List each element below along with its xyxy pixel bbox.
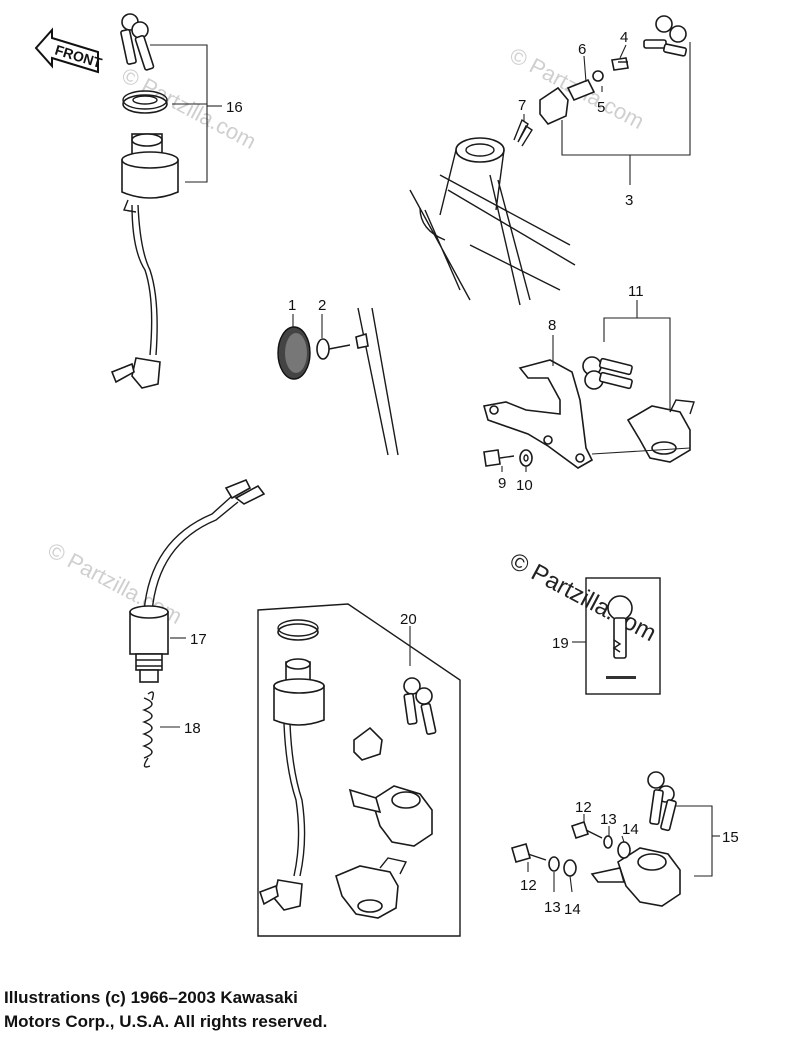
seat-lock-body: [335, 857, 408, 919]
key-icon: [582, 356, 633, 390]
steering-lock-body: [348, 785, 433, 847]
screw-icon: [611, 57, 629, 71]
switch-wire: [143, 495, 233, 613]
callout-6: 6: [578, 41, 586, 58]
lock-set-frame: [257, 603, 461, 937]
ignition-switch-assembly: 16: [110, 13, 243, 389]
lock-plate-icon: [566, 70, 604, 102]
callout-14b: 14: [564, 901, 581, 918]
bolt-icon: [483, 449, 515, 467]
steering-lock-assembly-15: 15 12 13 14 12 13 14: [511, 771, 739, 918]
callout-3: 3: [625, 192, 633, 209]
callout-13a: 13: [600, 811, 617, 828]
callout-9: 9: [498, 475, 506, 492]
ignition-switch-body: [273, 658, 325, 726]
front-arrow-icon: FRONT: [34, 27, 104, 74]
washer-icon: [563, 859, 577, 877]
frame-head-pipe: [409, 137, 576, 306]
callout-15: 15: [722, 829, 739, 846]
lock-cylinder-icon: [353, 726, 383, 761]
brake-switch-body: [129, 605, 169, 683]
bracket-icon: [482, 359, 594, 469]
steering-lock-body: [590, 847, 681, 907]
callout-bracket: [150, 44, 208, 183]
bolt-icon: [511, 843, 547, 863]
spring-icon: [513, 118, 533, 147]
callout-2: 2: [318, 297, 326, 314]
key-icon: [120, 13, 155, 71]
callout-11: 11: [628, 283, 644, 300]
wire-connector-icon: [224, 478, 266, 505]
callout-18: 18: [184, 720, 201, 737]
callout-8: 8: [548, 317, 556, 334]
callout-5: 5: [597, 99, 605, 116]
copyright-line-2: Motors Corp., U.S.A. All rights reserved…: [4, 1012, 328, 1031]
tag-label-mark: [606, 676, 636, 679]
switch-wire: [283, 723, 300, 877]
washer-icon: [548, 856, 560, 872]
key-icon: [607, 595, 633, 659]
callout-bracket: [676, 805, 713, 877]
switch-wire: [151, 501, 239, 613]
key-icon: [647, 771, 677, 832]
lock-cylinder-icon: [539, 86, 569, 125]
copyright-notice: Illustrations (c) 1966–2003 Kawasaki Mot…: [4, 986, 604, 1034]
callout-13b: 13: [544, 899, 561, 916]
callout-16: 16: [226, 99, 243, 116]
key-tag-19: 19: [552, 577, 661, 695]
steering-lock-assembly: 4 6 5 7 3: [513, 15, 691, 209]
switch-wire: [131, 204, 153, 356]
key-icon: [643, 15, 688, 57]
callout-12a: 12: [575, 799, 592, 816]
switch-wire: [289, 723, 306, 877]
lock-nut-icon: [277, 619, 319, 641]
washer-icon: [316, 338, 351, 360]
callout-14a: 14: [622, 821, 639, 838]
lock-set-20: 20: [257, 603, 461, 937]
spring-icon: [142, 691, 155, 768]
washer-icon: [603, 835, 613, 849]
switch-wire: [137, 204, 158, 356]
callout-19: 19: [552, 635, 569, 652]
callout-12b: 12: [520, 877, 537, 894]
lock-nut-icon: [122, 90, 168, 114]
reflector-nut-icon: [355, 332, 369, 349]
reflector-assembly: 1 2: [277, 297, 399, 456]
wire-connector-icon: [258, 879, 303, 911]
callout-bracket: [561, 42, 691, 156]
washer-icon: [617, 841, 631, 859]
callout-10: 10: [516, 477, 533, 494]
reflector-icon: [277, 326, 311, 380]
wire-connector-icon: [110, 357, 161, 389]
seat-lock-bracket-assembly: 8 11 9 10: [482, 283, 695, 494]
callout-4: 4: [620, 29, 628, 46]
washer-icon: [519, 449, 533, 467]
copyright-line-1: Illustrations (c) 1966–2003 Kawasaki: [4, 988, 298, 1007]
key-icon: [403, 677, 437, 735]
brake-switch-assembly: 17 18: [129, 478, 266, 768]
bolt-icon: [570, 820, 603, 840]
seat-lock-body: [626, 399, 695, 463]
callout-20: 20: [400, 611, 417, 628]
key-tag-frame: [585, 577, 661, 695]
callout-7: 7: [518, 97, 526, 114]
callout-1: 1: [288, 297, 296, 314]
watermark: © Partzilla.com: [505, 547, 660, 647]
ignition-switch-body: [121, 133, 179, 213]
callout-17: 17: [190, 631, 207, 648]
